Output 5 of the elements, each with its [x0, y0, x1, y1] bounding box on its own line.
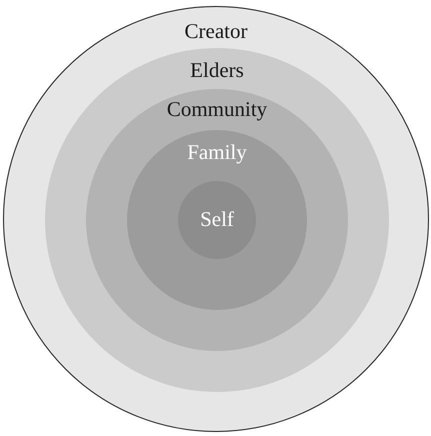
ring-label: Self — [200, 209, 234, 230]
ring-label: Elders — [190, 60, 244, 81]
ring-label: Community — [166, 99, 268, 120]
ring-label: Family — [187, 142, 247, 163]
ring-label: Creator — [184, 21, 248, 42]
